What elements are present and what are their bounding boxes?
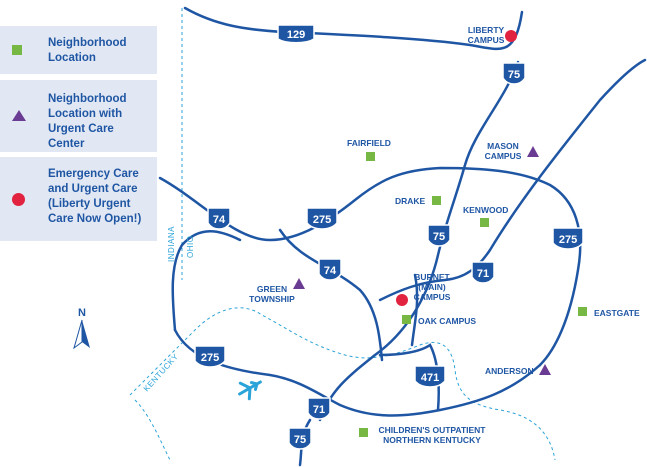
shield-275-east-icon: 275 (552, 227, 584, 250)
road-connector (410, 273, 419, 347)
shield-275-nw-label: 275 (313, 214, 331, 226)
shield-129-icon: 129 (277, 24, 315, 44)
red-circle-icon (12, 193, 25, 206)
north-label: N (78, 307, 86, 319)
drake-label: DRAKE (395, 196, 426, 206)
kenwood-marker[interactable] (480, 218, 489, 227)
road-275-west (171, 230, 242, 332)
shield-471-label: 471 (421, 372, 439, 384)
mason-campus-marker[interactable] (527, 146, 539, 157)
shield-75-south-label: 75 (294, 434, 306, 446)
road-network (158, 6, 647, 467)
oak-campus-label: OAK CAMPUS (418, 316, 476, 326)
shield-74-mid-icon: 74 (318, 258, 342, 281)
drake-marker[interactable] (432, 196, 441, 205)
indiana-label: INDIANA (167, 226, 176, 262)
legend-item-neighborhood: Neighborhood Location (0, 26, 157, 74)
shield-75-south-icon: 75 (288, 427, 312, 450)
shield-275-east-label: 275 (559, 234, 577, 246)
eastgate-label: EASTGATE (594, 308, 640, 318)
eastgate-marker[interactable] (578, 307, 587, 316)
legend-label-urgent-care: Neighborhood Location with Urgent Care C… (48, 93, 127, 150)
anderson-label: ANDERSON (485, 366, 534, 376)
legend-label-neighborhood: Neighborhood Location (48, 37, 127, 64)
ohio-label: OHIO (186, 236, 195, 258)
fairfield-label: FAIRFIELD (347, 138, 391, 148)
liberty-campus-marker[interactable] (505, 30, 517, 42)
green-square-icon (12, 45, 22, 55)
purple-triangle-icon (12, 110, 26, 121)
legend-item-urgent-care: Neighborhood Location with Urgent Care C… (0, 80, 157, 152)
shield-275-south-icon: 275 (194, 345, 226, 368)
kenwood-label: KENWOOD (463, 205, 508, 215)
shield-71-mid-label: 71 (477, 268, 489, 280)
shield-471-icon: 471 (414, 365, 446, 388)
anderson-marker[interactable] (539, 364, 551, 375)
road-471 (378, 343, 440, 412)
kentucky-label: KENTUCKY (142, 352, 181, 393)
legend-item-emergency: Emergency Care and Urgent Care (Liberty … (0, 157, 157, 241)
shield-75-mid-icon: 75 (427, 224, 451, 247)
shield-71-south-label: 71 (313, 404, 325, 416)
north-arrow-icon: N (73, 307, 90, 350)
road-275-north-east (158, 166, 582, 367)
shield-275-nw-icon: 275 (306, 207, 338, 230)
interstate-shields: 129 75 74 275 75 74 (194, 24, 584, 450)
childrens-outpatient-marker[interactable] (359, 428, 368, 437)
burnet-campus-label: BURNET(MAIN)CAMPUS (414, 272, 451, 302)
river-lines (129, 8, 556, 461)
shield-129-label: 129 (287, 29, 305, 41)
shield-275-south-label: 275 (201, 352, 219, 364)
burnet-campus-marker[interactable] (396, 294, 408, 306)
road-129 (183, 6, 524, 51)
shield-75-mid-label: 75 (433, 231, 445, 243)
shield-71-south-icon: 71 (307, 397, 331, 420)
road-74 (278, 228, 384, 362)
shield-74-west-label: 74 (213, 214, 226, 226)
legend-label-emergency: Emergency Care and Urgent Care (Liberty … (48, 168, 142, 225)
shield-75-north-icon: 75 (502, 62, 526, 85)
road-71 (378, 58, 647, 302)
shield-74-west-icon: 74 (207, 207, 231, 230)
green-township-marker[interactable] (293, 278, 305, 289)
shield-75-north-label: 75 (508, 69, 520, 81)
road-75 (318, 60, 520, 422)
shield-74-mid-label: 74 (324, 265, 337, 277)
oak-campus-marker[interactable] (402, 315, 411, 324)
airplane-icon (238, 380, 262, 401)
fairfield-marker[interactable] (366, 152, 375, 161)
shield-71-mid-icon: 71 (471, 261, 495, 284)
road-275-south (173, 328, 542, 417)
location-markers (293, 30, 587, 437)
kentucky-border (134, 399, 171, 461)
